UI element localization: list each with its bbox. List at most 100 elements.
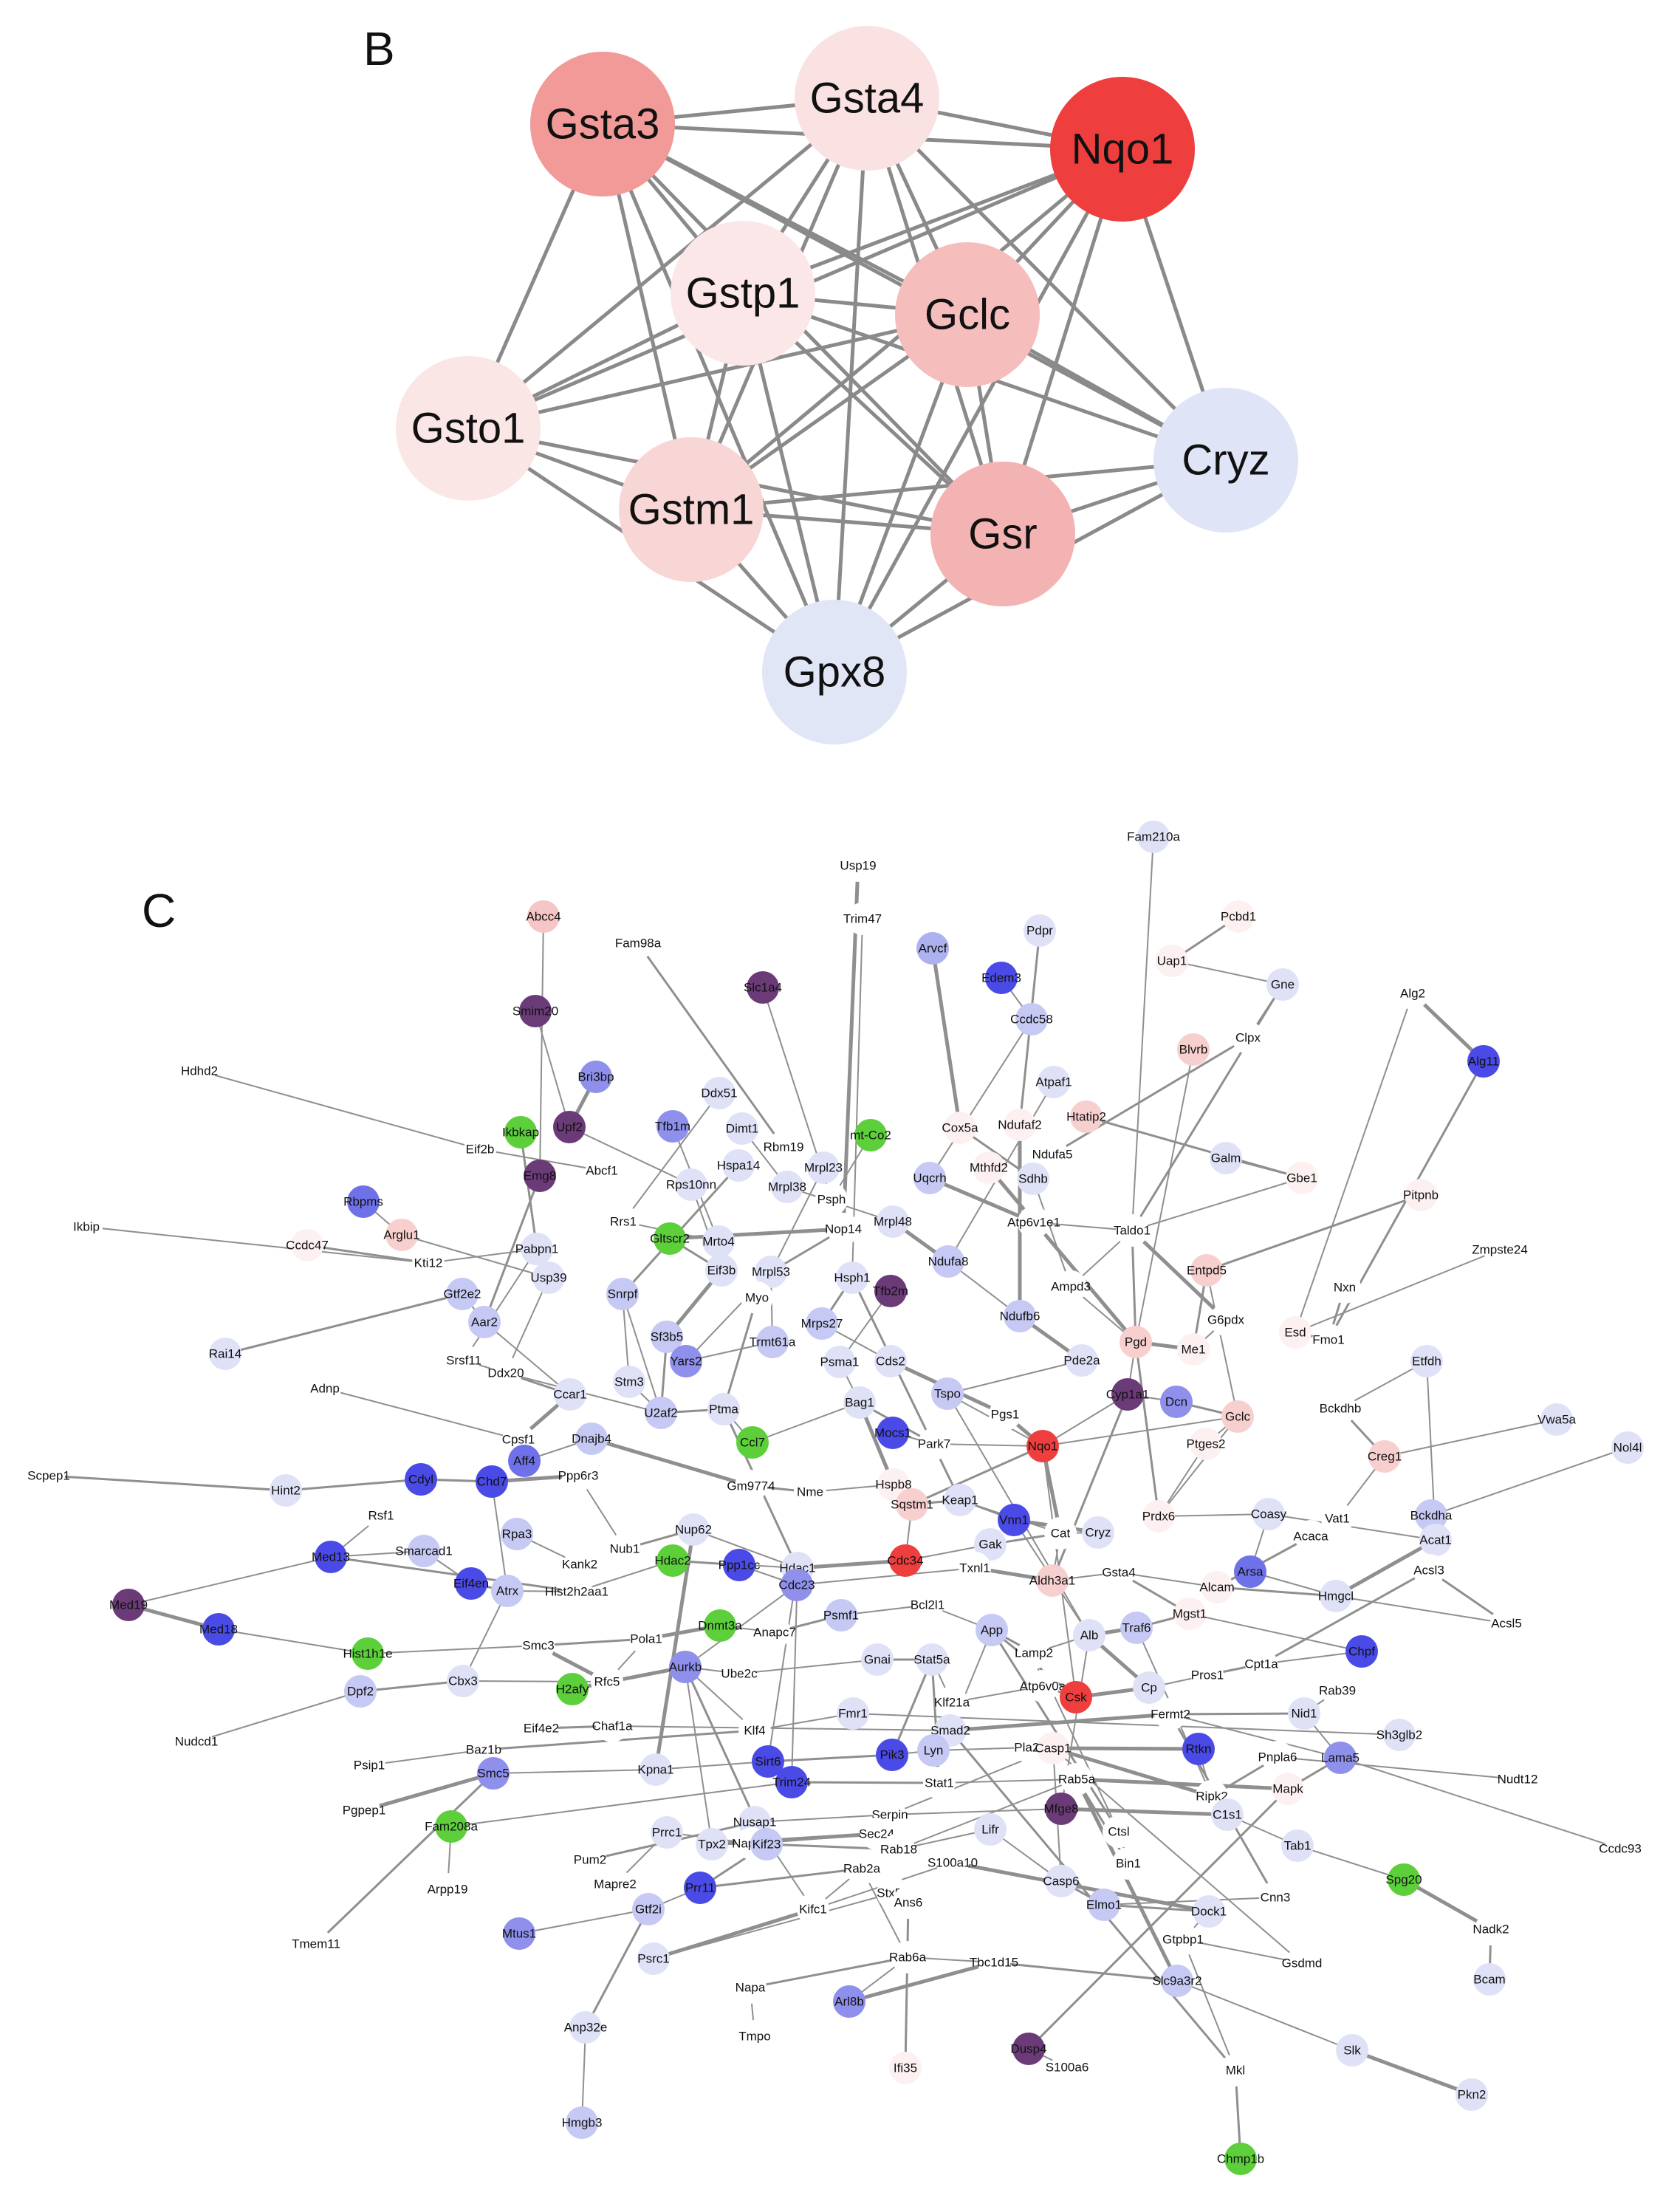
panel-c-node-circle [1321, 1502, 1354, 1535]
panel-c-node-label: Bcam [1473, 1973, 1505, 1987]
panel-c-node-circle [825, 1599, 857, 1632]
panel-c-node-label: Adnp [310, 1382, 340, 1396]
panel-c-node-circle [447, 1665, 479, 1697]
panel-c-node-label: Rfc5 [594, 1675, 620, 1689]
panel-c-node-circle [1415, 1499, 1447, 1532]
panel-c-node-circle [1167, 1923, 1199, 1956]
panel-c-node-circle [455, 1567, 487, 1600]
panel-c-node: Acaca [1293, 1520, 1328, 1552]
panel-c-node: Txnl1 [959, 1552, 991, 1584]
panel-c-node-label: Ube2c [721, 1667, 758, 1681]
panel-c-node-label: Park7 [918, 1437, 950, 1451]
panel-c-node-circle [32, 1459, 65, 1492]
panel-c-node: Ndufaf2 [998, 1109, 1042, 1141]
panel-c-node-circle [705, 1254, 738, 1287]
panel-c-node-label: Prr11 [685, 1881, 715, 1895]
panel-c-node-label: Tmpo [738, 2030, 770, 2044]
panel-c-node-circle [1120, 1612, 1153, 1644]
panel-b-node: Gsr [930, 462, 1075, 606]
panel-c-node-circle [989, 1398, 1021, 1431]
panel-c-node: Ndufa8 [928, 1245, 968, 1278]
panel-c-edge [1052, 1747, 1303, 1964]
panel-c-node: Trim47 [843, 903, 882, 935]
panel-c-node: Pdpr [1024, 914, 1056, 947]
panel-c-node: Prrc1 [651, 1816, 683, 1849]
panel-c-node: Rpa3 [501, 1518, 533, 1550]
panel-c-node-label: Bri3bp [577, 1070, 614, 1084]
panel-c-node-circle [522, 1629, 555, 1662]
panel-c-node: C1s1 [1211, 1798, 1244, 1831]
panel-c-node: Med19 [109, 1589, 148, 1621]
panel-c-node: Spg20 [1385, 1863, 1422, 1896]
panel-c-node: Tspo [931, 1377, 964, 1410]
panel-c-node-label: Mrpl53 [752, 1265, 790, 1279]
panel-c-node-label: Bckdhb [1320, 1402, 1362, 1416]
panel-c-edge [483, 1175, 541, 1323]
panel-c-node-label: Tfb1m [655, 1120, 690, 1134]
panel-c-node-label: Fam208a [425, 1820, 478, 1834]
panel-c-node: Pros1 [1191, 1659, 1224, 1691]
panel-b-node-circle [1153, 388, 1298, 533]
panel-c-node-label: Abcf1 [586, 1164, 617, 1178]
panel-c-node-circle [556, 1673, 589, 1705]
panel-c-node-circle [741, 1281, 773, 1314]
panel-c-edge [1335, 1595, 1507, 1624]
panel-c-node-circle [630, 1623, 662, 1655]
panel-c-node-label: Nol4l [1614, 1441, 1642, 1455]
panel-c-node: Sirt6 [752, 1745, 784, 1778]
panel-c-node-label: Txnl1 [959, 1561, 990, 1575]
panel-c-node: Smc5 [477, 1757, 510, 1790]
panel-c-node-label: mt-Co2 [850, 1129, 891, 1143]
panel-c-node-circle [944, 1484, 976, 1516]
panel-b-node-label: Gstp1 [686, 270, 800, 318]
panel-c-node-label: Gak [978, 1538, 1002, 1552]
panel-c-edge [1052, 1036, 1249, 1156]
panel-c-node: Ampd3 [1051, 1270, 1091, 1303]
panel-c-node-circle [738, 1714, 771, 1747]
panel-c-edge [591, 1437, 752, 1488]
panel-c-node: Hmgb3 [562, 2106, 602, 2139]
panel-c-node-label: Taldo1 [1114, 1224, 1151, 1238]
panel-c-node-circle [1388, 1863, 1420, 1896]
panel-c-node: Casp1 [1035, 1732, 1072, 1764]
panel-c-node-label: Cat [1051, 1527, 1071, 1541]
panel-c-node: Pum2 [574, 1843, 606, 1876]
panel-c-node-label: Uqcrh [913, 1171, 946, 1185]
panel-c-node: Kif23 [750, 1828, 783, 1860]
panel-c-node-label: Hint2 [271, 1484, 301, 1498]
panel-c-edge [484, 1321, 571, 1395]
panel-c-node-circle [1328, 1271, 1361, 1304]
panel-c-node: Rai14 [209, 1338, 241, 1370]
panel-c-node-circle [1044, 1517, 1077, 1550]
panel-c-node: Cyp1a1 [1106, 1378, 1149, 1411]
panel-c-node-label: Smim20 [512, 1004, 558, 1018]
panel-c-node-label: Rbpms [343, 1195, 383, 1209]
panel-c-node-label: Serpin [871, 1808, 908, 1822]
panel-c-node: Smim20 [512, 995, 558, 1027]
panel-c-node-circle [524, 1160, 556, 1192]
panel-c-node-label: S100a10 [928, 1856, 978, 1870]
panel-c-edge [693, 1529, 798, 1569]
panel-c-edge [315, 1772, 495, 1945]
panel-c-node-circle [891, 1941, 924, 1973]
panel-c-node-circle [599, 1868, 631, 1900]
panel-c-node: Ppp6r3 [558, 1459, 598, 1492]
panel-c-node-label: Atp6v0a [1020, 1680, 1066, 1694]
panel-c-node-label: Alcam [1199, 1581, 1234, 1595]
panel-c-node-circle [1012, 2033, 1045, 2065]
panel-c-node: Kifc1 [797, 1893, 829, 1925]
panel-c-node-label: Keap1 [942, 1493, 978, 1507]
panel-c-edge [623, 1092, 720, 1222]
panel-c-node-label: Tbc1d15 [970, 1956, 1018, 1970]
panel-c-node-circle [959, 1552, 991, 1584]
panel-c-edge [685, 1666, 713, 1845]
panel-c-node-circle [702, 1225, 735, 1258]
panel-c-edge [538, 1637, 647, 1647]
panel-c-node: Ddx51 [701, 1077, 738, 1109]
panel-b-label: B [363, 22, 395, 75]
panel-c-node-circle [797, 1893, 829, 1925]
panel-c-edge [1103, 1897, 1276, 1906]
panel-c-edge [428, 1248, 538, 1264]
panel-c-node-label: Lama5 [1321, 1751, 1360, 1765]
panel-c-edge [539, 916, 544, 1177]
